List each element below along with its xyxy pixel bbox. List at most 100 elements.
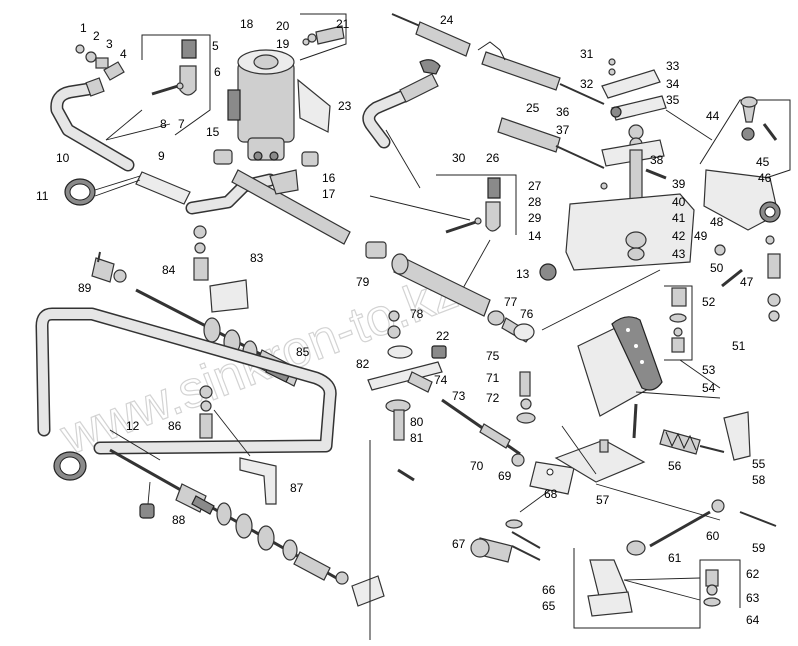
part-21-bolt bbox=[315, 25, 345, 45]
callout-81: 81 bbox=[410, 431, 424, 445]
nut-88 bbox=[139, 503, 155, 519]
callout-68: 68 bbox=[544, 487, 558, 501]
callout-box-52 bbox=[664, 285, 693, 361]
callout-15: 15 bbox=[206, 125, 220, 139]
callout-87: 87 bbox=[290, 481, 304, 495]
bolt-8 bbox=[151, 84, 179, 96]
callout-5: 5 bbox=[212, 39, 219, 53]
callout-19: 19 bbox=[276, 37, 290, 51]
callout-26: 26 bbox=[486, 151, 500, 165]
hose-17 bbox=[231, 169, 351, 245]
callout-24: 24 bbox=[440, 13, 454, 27]
callout-70: 70 bbox=[470, 459, 484, 473]
callout-29: 29 bbox=[528, 211, 542, 225]
fitting-79 bbox=[365, 241, 387, 259]
lever-35 bbox=[611, 95, 667, 121]
callout-44: 44 bbox=[706, 109, 720, 123]
callout-7: 7 bbox=[178, 117, 185, 131]
callout-51: 51 bbox=[732, 339, 746, 353]
lower-cable-group bbox=[35, 225, 385, 640]
callout-9: 9 bbox=[158, 149, 165, 163]
nut-30 bbox=[741, 127, 755, 141]
bracket-55 bbox=[723, 411, 751, 461]
bracket-87 bbox=[239, 457, 277, 505]
callout-41: 41 bbox=[672, 211, 686, 225]
callout-74: 74 bbox=[434, 373, 448, 387]
callout-4: 4 bbox=[120, 47, 127, 61]
callout-21: 21 bbox=[336, 17, 350, 31]
clip-26 bbox=[487, 177, 501, 199]
part-47 bbox=[767, 253, 781, 279]
callout-73: 73 bbox=[452, 389, 466, 403]
lever-82 bbox=[367, 361, 443, 391]
callout-box-44 bbox=[699, 99, 791, 181]
callout-69: 69 bbox=[498, 469, 512, 483]
callout-85: 85 bbox=[296, 345, 310, 359]
callout-88: 88 bbox=[172, 513, 186, 527]
callout-2: 2 bbox=[93, 29, 100, 43]
callout-28: 28 bbox=[528, 195, 542, 209]
lever-assembly-right bbox=[565, 58, 791, 322]
callout-33: 33 bbox=[666, 59, 680, 73]
callout-1: 1 bbox=[80, 21, 87, 35]
callout-12: 12 bbox=[126, 419, 140, 433]
callout-72: 72 bbox=[486, 391, 500, 405]
callout-35: 35 bbox=[666, 93, 680, 107]
callout-box-19-21 bbox=[299, 13, 347, 61]
callout-3: 3 bbox=[106, 37, 113, 51]
part-2-washer bbox=[85, 51, 97, 63]
callout-10: 10 bbox=[56, 151, 70, 165]
callout-box-26 bbox=[436, 174, 517, 235]
callout-61: 61 bbox=[668, 551, 682, 565]
bracket-6 bbox=[179, 65, 197, 96]
lever-33 bbox=[601, 69, 661, 99]
callout-20: 20 bbox=[276, 19, 290, 33]
callout-box-62 bbox=[573, 548, 741, 629]
callout-52: 52 bbox=[702, 295, 716, 309]
callout-48: 48 bbox=[710, 215, 724, 229]
part-20-washer bbox=[307, 33, 317, 43]
clevis-68 bbox=[529, 461, 575, 495]
callout-79: 79 bbox=[356, 275, 370, 289]
fitting-16 bbox=[301, 151, 319, 167]
callout-box-5-8 bbox=[141, 34, 211, 136]
callout-66: 66 bbox=[542, 583, 556, 597]
callout-18: 18 bbox=[240, 17, 254, 31]
callout-43: 43 bbox=[672, 247, 686, 261]
callout-16: 16 bbox=[322, 171, 336, 185]
pin-81 bbox=[393, 409, 405, 441]
callout-64: 64 bbox=[746, 613, 760, 627]
callout-40: 40 bbox=[672, 195, 686, 209]
callout-56: 56 bbox=[668, 459, 682, 473]
base-57 bbox=[554, 439, 646, 483]
callout-45: 45 bbox=[756, 155, 770, 169]
pipe-fitting bbox=[85, 77, 105, 97]
callout-13: 13 bbox=[516, 267, 530, 281]
callout-62: 62 bbox=[746, 567, 760, 581]
bracket-23 bbox=[297, 78, 331, 133]
callout-23: 23 bbox=[338, 99, 352, 113]
callout-38: 38 bbox=[650, 153, 664, 167]
callout-46: 46 bbox=[758, 171, 772, 185]
clip-5 bbox=[181, 39, 197, 59]
callout-71: 71 bbox=[486, 371, 500, 385]
callout-82: 82 bbox=[356, 357, 370, 371]
cable-24-25 bbox=[362, 13, 605, 189]
cable-25 bbox=[497, 117, 561, 153]
part-46 bbox=[703, 169, 779, 231]
part-3-nut bbox=[95, 57, 109, 69]
callout-39: 39 bbox=[672, 177, 686, 191]
end-89-lower bbox=[351, 575, 385, 607]
callout-34: 34 bbox=[666, 77, 680, 91]
part-75 bbox=[513, 323, 535, 341]
callout-63: 63 bbox=[746, 591, 760, 605]
callout-8: 8 bbox=[160, 117, 167, 131]
callout-6: 6 bbox=[214, 65, 221, 79]
bracket-28 bbox=[485, 201, 501, 232]
callout-32: 32 bbox=[580, 77, 594, 91]
pedal-assembly bbox=[554, 285, 777, 629]
callout-22: 22 bbox=[436, 329, 450, 343]
middle-bracket-group bbox=[365, 174, 661, 343]
callout-57: 57 bbox=[596, 493, 610, 507]
